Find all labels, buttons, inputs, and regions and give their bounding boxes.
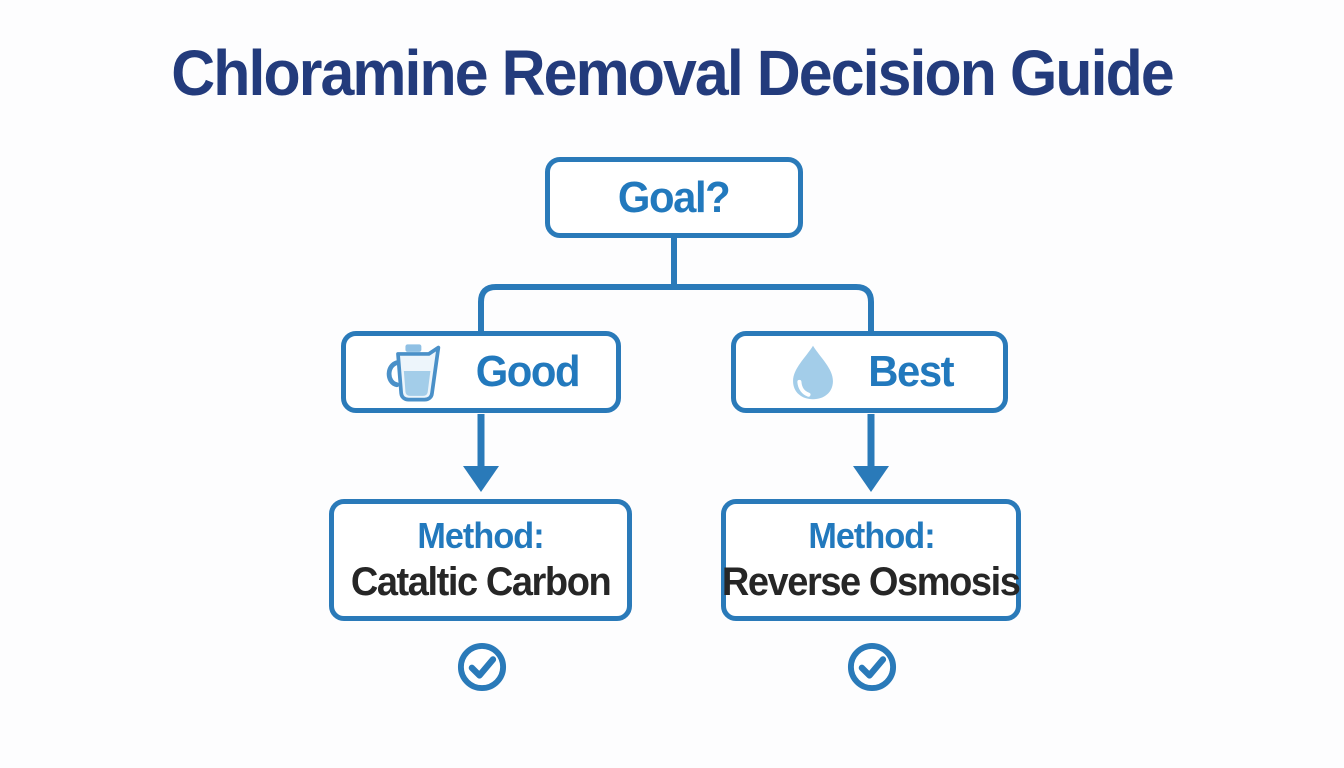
page-title: Chloramine Removal Decision Guide — [171, 37, 1174, 109]
method-prefix-label: Method: — [807, 515, 935, 556]
method-name-label: Reverse Osmosis — [722, 560, 1021, 604]
option-node-good: Good — [341, 331, 621, 413]
goal-label: Goal? — [618, 172, 731, 222]
arrow-good-to-method — [463, 414, 499, 492]
goal-node: Goal? — [545, 157, 803, 238]
method-name-label: Cataltic Carbon — [350, 560, 612, 604]
check-circle-icon — [455, 640, 509, 694]
option-label-best: Best — [868, 347, 954, 396]
water-pitcher-icon — [381, 338, 449, 406]
method-node-catalytic-carbon: Method: Cataltic Carbon — [329, 499, 632, 621]
method-node-reverse-osmosis: Method: Reverse Osmosis — [721, 499, 1021, 621]
water-drop-icon — [784, 338, 842, 406]
arrow-best-to-method — [853, 414, 889, 492]
method-prefix-label: Method: — [417, 515, 544, 556]
option-label-good: Good — [475, 347, 580, 396]
branch-bracket-line — [478, 284, 874, 332]
option-node-best: Best — [731, 331, 1008, 413]
check-circle-icon — [845, 640, 899, 694]
